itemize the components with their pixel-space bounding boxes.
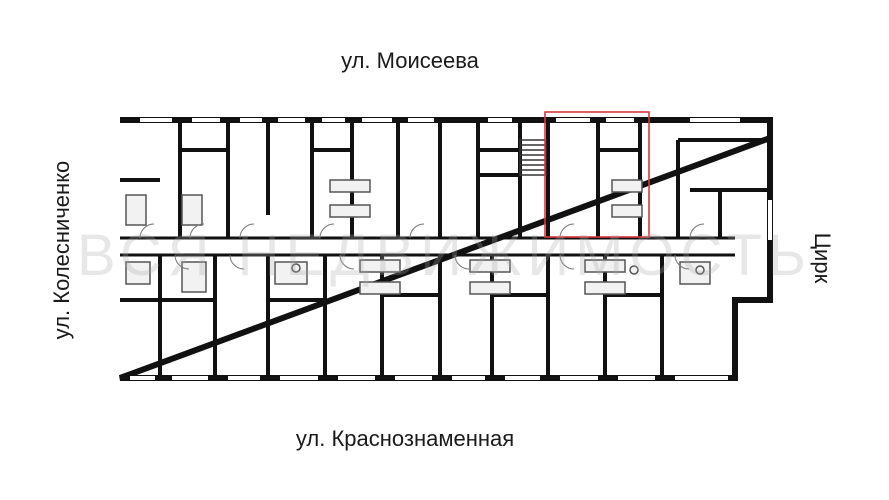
door-swings: [139, 223, 705, 270]
street-label-left: ул. Колесниченко: [49, 160, 74, 340]
windows: [118, 118, 772, 380]
landmark-label-right: Цирк: [810, 232, 835, 284]
street-label-top: ул. Моисеева: [341, 48, 479, 73]
apartment-partitions: [120, 120, 770, 378]
exterior-walls: [118, 117, 773, 381]
staircase: [519, 139, 547, 176]
bathroom-fixtures: [125, 179, 711, 295]
highlighted-apartment[interactable]: [544, 111, 650, 238]
street-label-bottom: ул. Краснознаменная: [295, 426, 515, 451]
